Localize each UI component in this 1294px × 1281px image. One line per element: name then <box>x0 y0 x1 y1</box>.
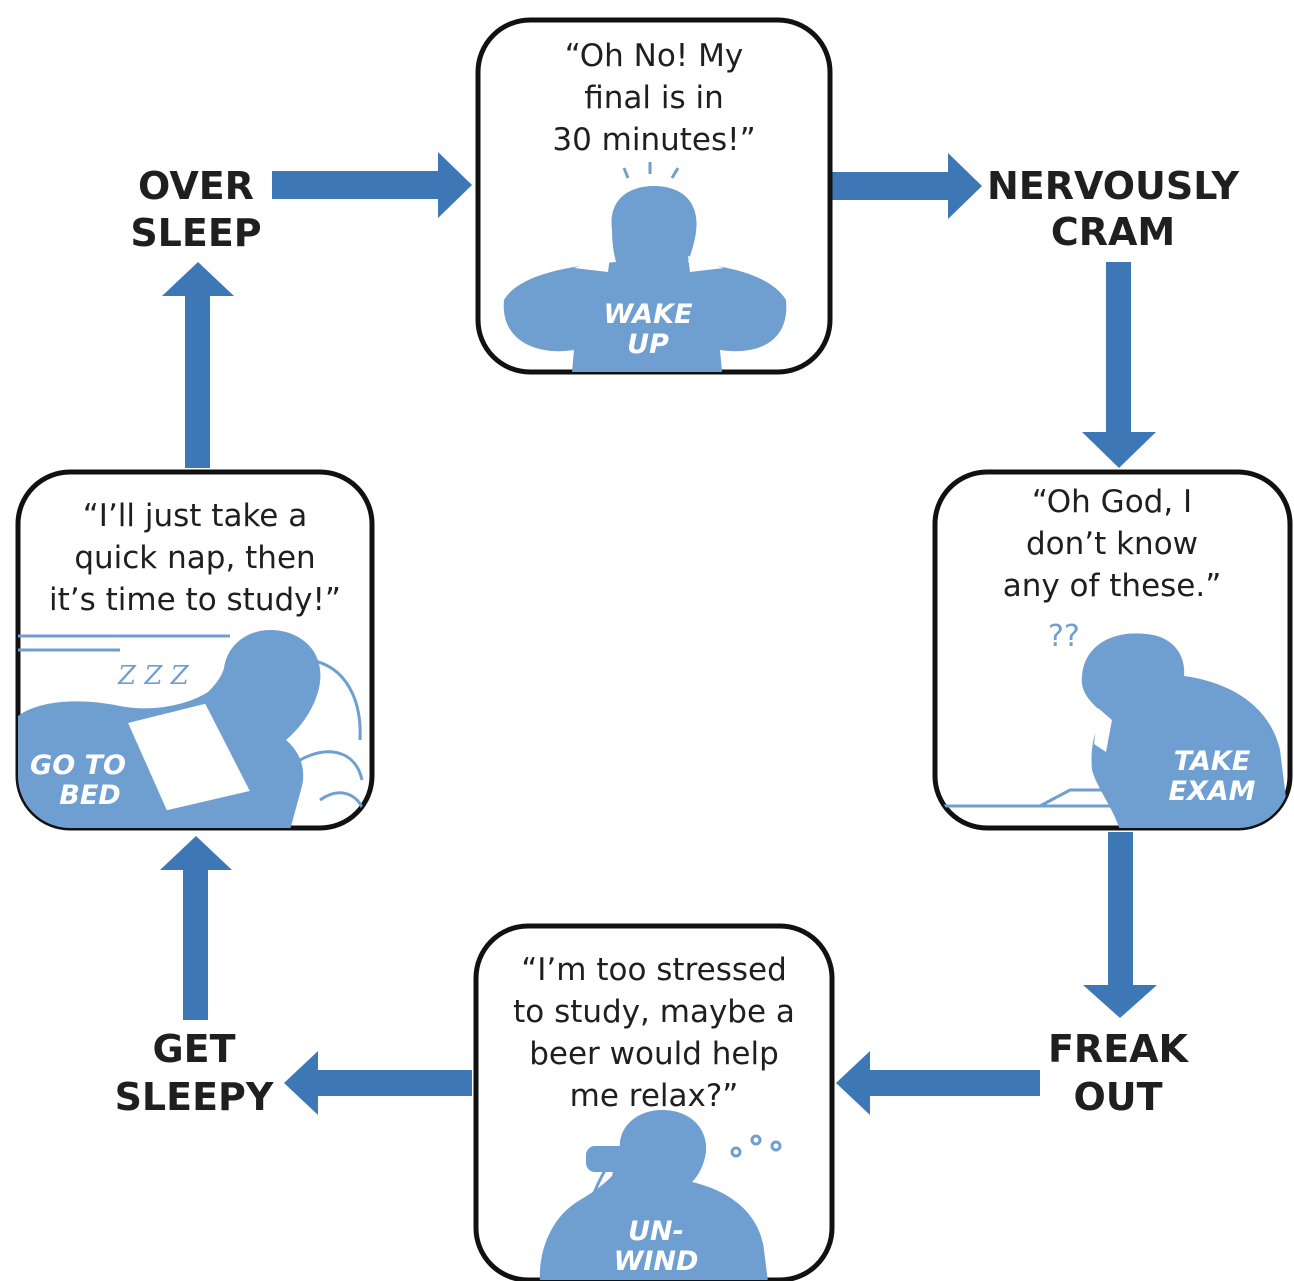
take-exam-caption-line1: TAKE <box>1174 746 1251 777</box>
arrow-take-exam-to-freak-out <box>1083 832 1157 1018</box>
wake-up-quote-line2: final is in <box>584 80 724 116</box>
arrow-nervously-cram-to-take-exam <box>1082 262 1156 468</box>
take-exam-quote-line3: any of these.” <box>1003 568 1222 604</box>
unwind-quote-line3: beer would help <box>529 1036 779 1072</box>
unwind-caption-line1: UN- <box>628 1216 684 1247</box>
wake-up-caption-line1: WAKE <box>603 299 693 330</box>
go-to-bed-quote-line1: “I’ll just take a <box>83 498 307 534</box>
go-to-bed-quote-line2: quick nap, then <box>74 540 315 576</box>
person-drinking-figure-icon <box>539 1110 782 1280</box>
panel-unwind: “I’m too stressed to study, maybe a beer… <box>473 923 835 1281</box>
student-taking-exam-figure-icon <box>940 633 1290 828</box>
step-label-freak-out-line2: OUT <box>1073 1075 1162 1119</box>
step-label-over-sleep-line1: OVER <box>138 164 254 208</box>
panel-wake-up: “Oh No! My final is in 30 minutes!” WAKE… <box>475 17 833 375</box>
wake-up-caption-line2: UP <box>627 329 669 360</box>
step-label-over-sleep-line2: SLEEP <box>130 211 261 255</box>
arrow-wake-up-to-nervously-cram <box>832 153 982 219</box>
question-marks-icon: ?? <box>1048 619 1080 654</box>
wake-up-quote-line3: 30 minutes!” <box>552 122 755 158</box>
arrow-over-sleep-to-wake-up <box>272 152 472 218</box>
take-exam-quote-line2: don’t know <box>1026 526 1198 562</box>
arrow-go-to-bed-to-over-sleep <box>162 262 234 468</box>
person-sleeping-figure-icon <box>18 629 366 828</box>
step-label-nervously-cram-line1: NERVOUSLY <box>987 164 1240 208</box>
go-to-bed-caption-line1: GO TO <box>30 750 126 781</box>
step-label-nervously-cram-line2: CRAM <box>1051 210 1175 254</box>
panel-take-exam: “Oh God, I don’t know any of these.” ?? … <box>932 469 1293 831</box>
arrow-freak-out-to-unwind <box>836 1051 1040 1115</box>
snore-zzz-icon: Z Z Z <box>117 661 190 691</box>
take-exam-quote-line1: “Oh God, I <box>1032 484 1192 520</box>
take-exam-caption-line2: EXAM <box>1168 776 1255 807</box>
go-to-bed-quote-line3: it’s time to study!” <box>49 582 341 618</box>
unwind-caption-line2: WIND <box>614 1246 699 1277</box>
go-to-bed-caption-line2: BED <box>59 780 120 811</box>
step-label-get-sleepy-line2: SLEEPY <box>115 1075 274 1119</box>
unwind-quote-line4: me relax?” <box>570 1078 739 1114</box>
head-in-hands-figure-icon <box>503 162 787 372</box>
arrow-get-sleepy-to-go-to-bed <box>160 836 232 1020</box>
unwind-quote-line1: “I’m too stressed <box>521 952 787 988</box>
step-label-freak-out-line1: FREAK <box>1048 1027 1190 1071</box>
panel-go-to-bed: “I’ll just take a quick nap, then it’s t… <box>15 469 375 831</box>
wake-up-quote-line1: “Oh No! My <box>565 38 743 74</box>
step-label-get-sleepy-line1: GET <box>152 1027 235 1071</box>
unwind-quote-line2: to study, maybe a <box>513 994 795 1030</box>
arrow-unwind-to-get-sleepy <box>284 1051 472 1115</box>
